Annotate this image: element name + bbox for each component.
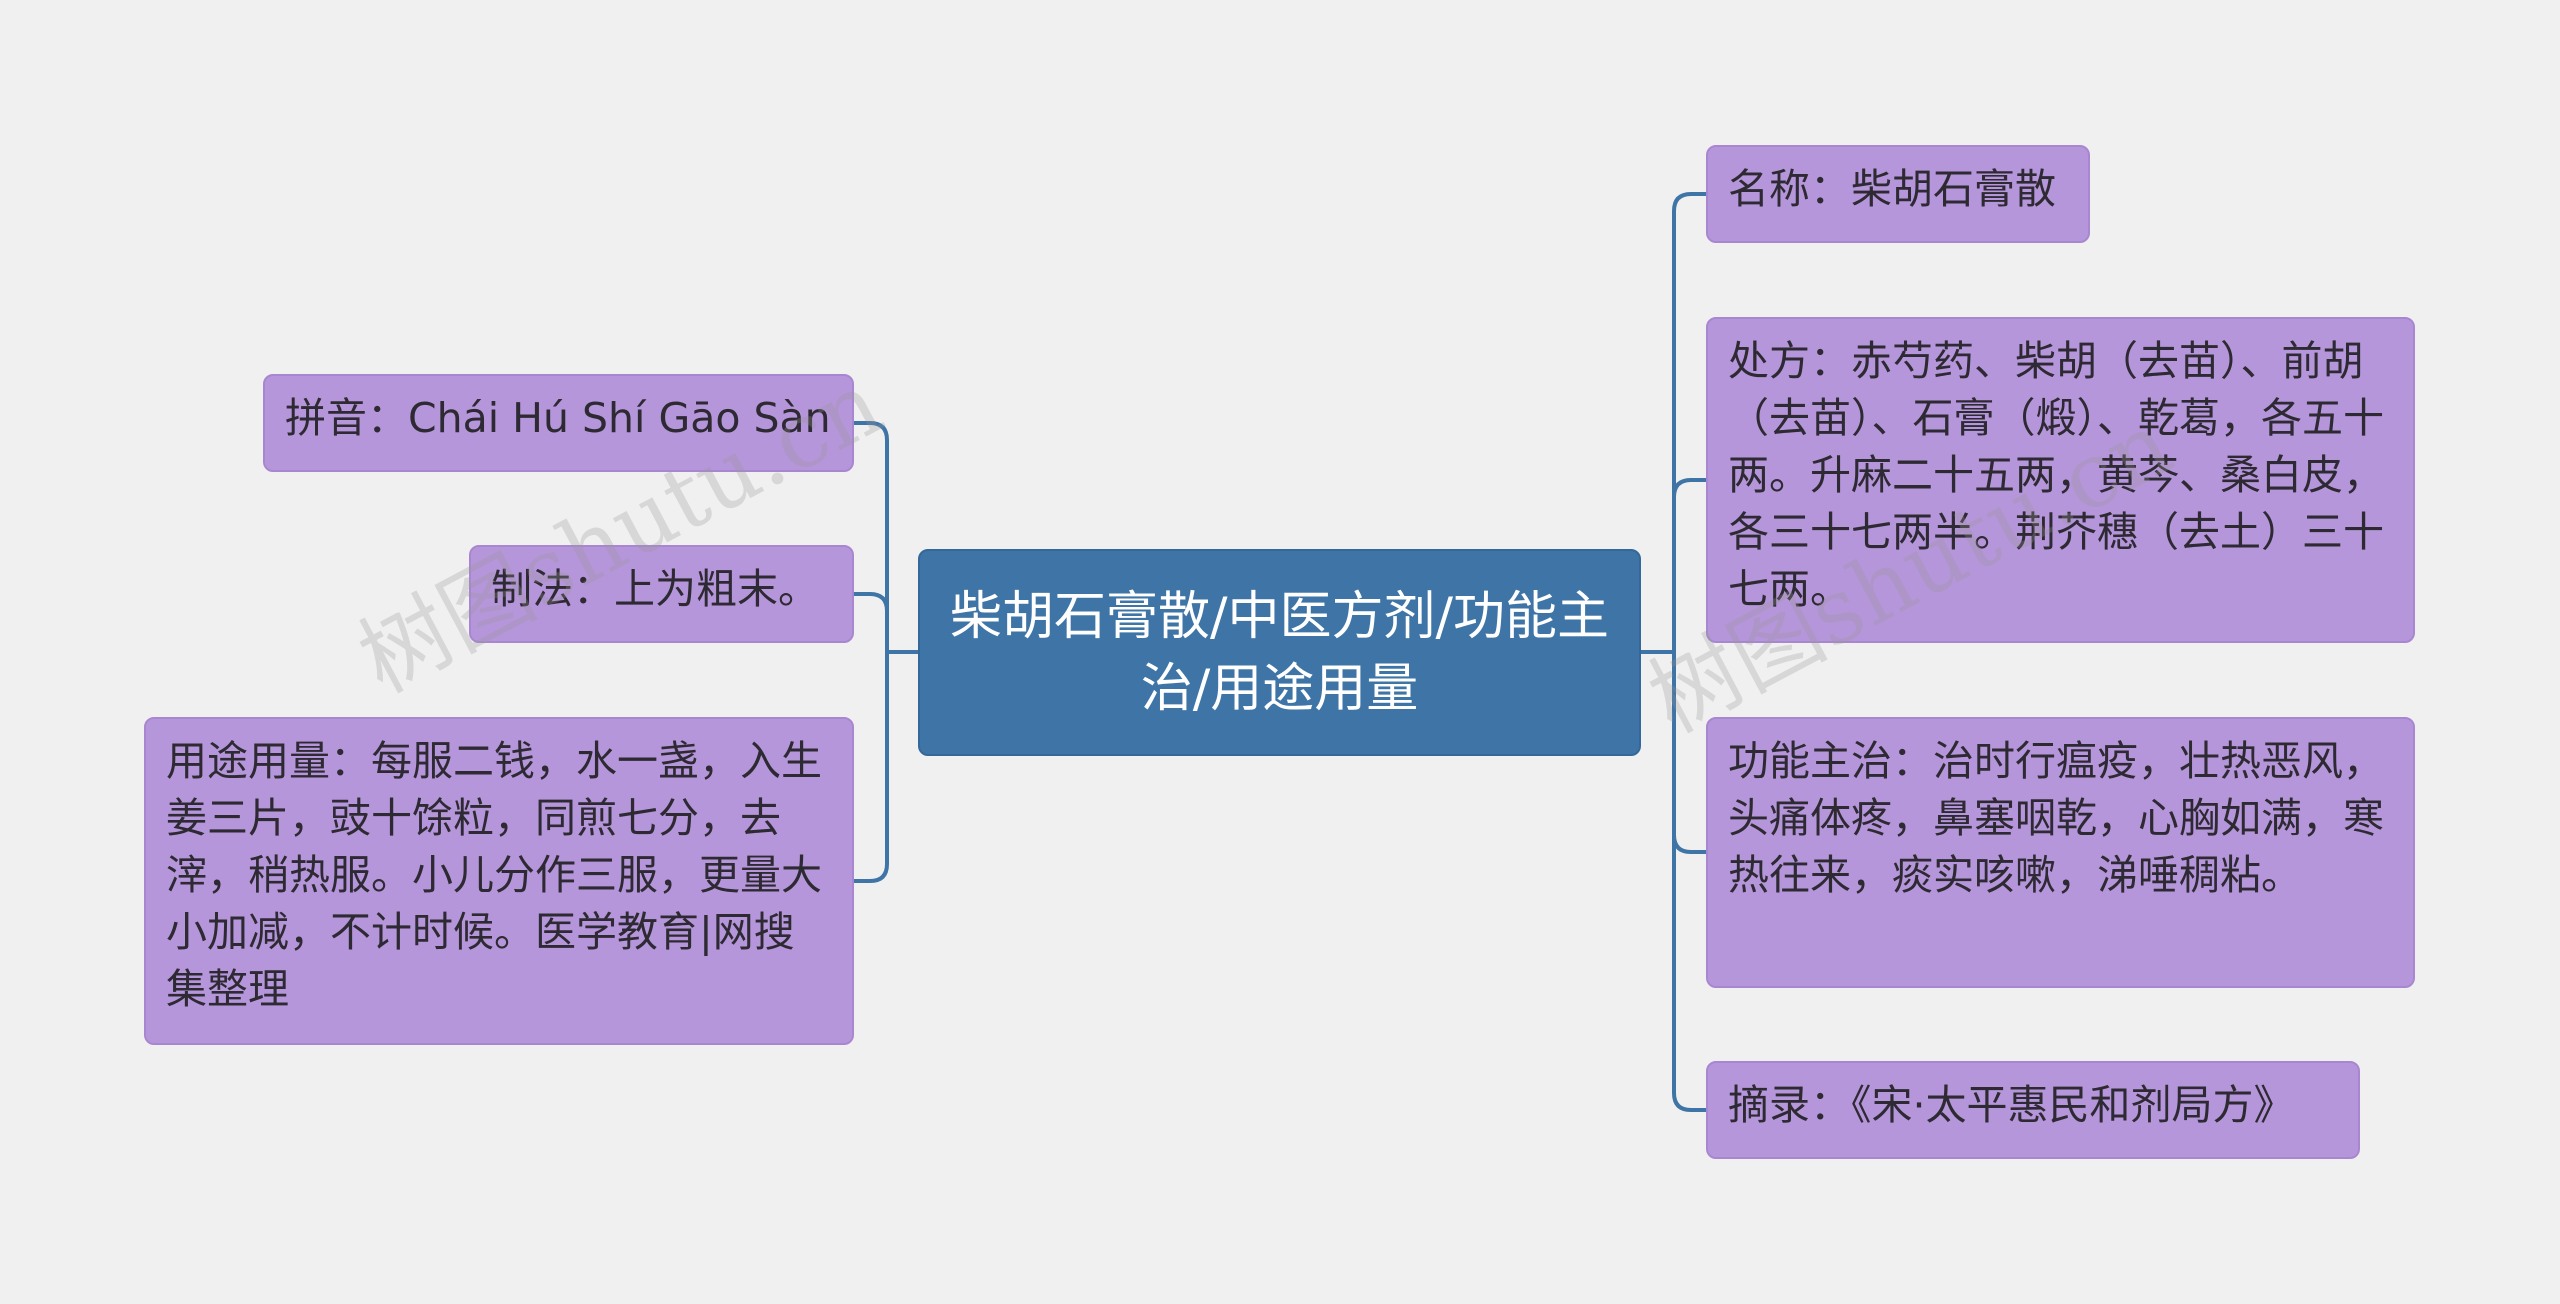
node-name[interactable]: 名称：柴胡石膏散 xyxy=(1706,145,2090,243)
node-method[interactable]: 制法：上为粗末。 xyxy=(469,545,854,643)
node-method-label: 制法：上为粗末。 xyxy=(491,565,819,613)
node-function[interactable]: 功能主治：治时行瘟疫，壮热恶风，头痛体疼，鼻塞咽乾，心胸如满，寒热往来，痰实咳嗽… xyxy=(1706,717,2415,988)
connector-left-pinyin xyxy=(854,421,889,652)
connector-right-name xyxy=(1672,192,1706,652)
node-usage-label: 用途用量：每服二钱，水一盏，入生姜三片，豉十馀粒，同煎七分，去滓，稍热服。小儿分… xyxy=(166,737,822,1013)
connector-right-prescription xyxy=(1672,478,1706,652)
node-source-label: 摘录：《宋·太平惠民和剂局方》 xyxy=(1728,1081,2295,1129)
node-source[interactable]: 摘录：《宋·太平惠民和剂局方》 xyxy=(1706,1061,2360,1159)
node-prescription[interactable]: 处方：赤芍药、柴胡（去苗）、前胡（去苗）、石膏（煅）、乾葛，各五十两。升麻二十五… xyxy=(1706,317,2415,643)
node-pinyin-label: 拼音：Chái Hú Shí Gāo Sàn xyxy=(285,394,831,442)
central-topic-label: 柴胡石膏散/中医方剂/功能主治/用途用量 xyxy=(949,586,1610,719)
node-pinyin[interactable]: 拼音：Chái Hú Shí Gāo Sàn xyxy=(263,374,854,472)
node-function-label: 功能主治：治时行瘟疫，壮热恶风，头痛体疼，鼻塞咽乾，心胸如满，寒热往来，痰实咳嗽… xyxy=(1728,737,2384,899)
node-prescription-label: 处方：赤芍药、柴胡（去苗）、前胡（去苗）、石膏（煅）、乾葛，各五十两。升麻二十五… xyxy=(1728,337,2384,613)
connector-right-function xyxy=(1672,652,1706,854)
connector-left-method xyxy=(854,592,889,652)
node-usage[interactable]: 用途用量：每服二钱，水一盏，入生姜三片，豉十馀粒，同煎七分，去滓，稍热服。小儿分… xyxy=(144,717,854,1045)
central-topic[interactable]: 柴胡石膏散/中医方剂/功能主治/用途用量 xyxy=(918,549,1641,756)
connector-left-usage xyxy=(854,652,889,883)
node-name-label: 名称：柴胡石膏散 xyxy=(1728,165,2056,213)
connector-right-source xyxy=(1672,652,1706,1112)
